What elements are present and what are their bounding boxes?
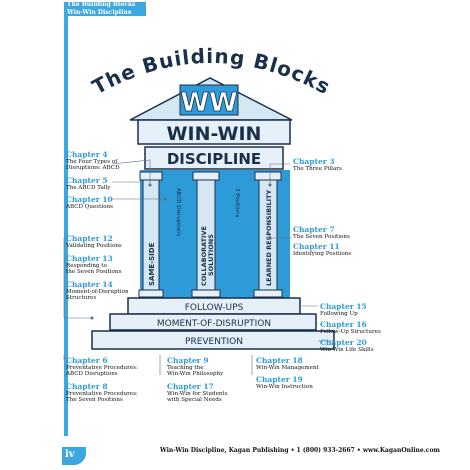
chapter-7-num: Chapter 7 (293, 225, 335, 234)
chapter-5-desc: The ABCD Tally (66, 185, 111, 191)
chapter-15-num: Chapter 15 (320, 302, 367, 311)
chapter-20: Chapter 20 Win-Win Life Skills (320, 338, 374, 353)
chapter-19-desc: Win-Win Instruction (256, 384, 313, 390)
label-3-positions: 3 Positions (234, 188, 240, 218)
chapter-9-desc-2: Win-Win Philosophy (167, 371, 224, 377)
pillar-left (138, 171, 164, 298)
step-prevention-text: PREVENTION (185, 337, 243, 347)
beam (144, 146, 284, 170)
chapter-6: Chapter 6 Preventative Procedures: ABCD … (66, 356, 138, 377)
banner-text: WIN-WIN (167, 123, 262, 145)
chapter-7-desc: The Seven Positions (293, 234, 350, 240)
chapter-6-desc-1: Preventative Procedures: (66, 365, 138, 371)
chapter-18: Chapter 18 Win-Win Management (256, 356, 319, 371)
chapter-16: Chapter 16 Follow-Up Structures (320, 320, 381, 335)
chapter-12: Chapter 12 Validating Positions (66, 234, 122, 249)
chapter-13: Chapter 13 Responding to the Seven Posit… (66, 254, 121, 275)
chapter-11-desc: Identifying Positions (293, 251, 352, 257)
chapter-10: Chapter 10 ABCD Questions (66, 195, 113, 210)
step-moment (109, 313, 317, 331)
chapter-10-desc: ABCD Questions (66, 204, 114, 210)
chapter-15: Chapter 15 Following Up (320, 302, 367, 317)
chapter-3: Chapter 3 The Three Pillars (293, 157, 342, 172)
chapter-4-desc-2: Disruptions: ABCD (66, 165, 120, 171)
chapter-8-desc-2: The Seven Positions (66, 397, 123, 403)
chapter-19-num: Chapter 19 (256, 375, 303, 384)
chapter-3-desc: The Three Pillars (293, 166, 342, 172)
label-abcd: ABCD Disruptions (175, 188, 181, 237)
chapter-3-num: Chapter 3 (293, 157, 335, 166)
step-followups-text: FOLLOW-UPS (185, 303, 244, 313)
header-title: The Building Blocks (67, 1, 136, 8)
banner-bar (137, 119, 291, 145)
chapter-19: Chapter 19 Win-Win Instruction (256, 375, 313, 390)
chapter-8-num: Chapter 8 (66, 382, 108, 391)
chapter-4: Chapter 4 The Four Types of Disruptions:… (66, 150, 120, 171)
footer-text: Win-Win Discipline, Kagan Publishing • 1… (160, 447, 440, 454)
chapter-4-num: Chapter 4 (66, 150, 108, 159)
chapter-12-num: Chapter 12 (66, 234, 113, 243)
chapter-17: Chapter 17 Win-Win for Students with Spe… (167, 382, 228, 403)
chapter-17-desc-1: Win-Win for Students (167, 391, 228, 397)
chapter-9-desc-1: Teaching the (167, 365, 204, 371)
chapter-9: Chapter 9 Teaching the Win-Win Philosoph… (167, 356, 223, 377)
chapter-17-num: Chapter 17 (167, 382, 214, 391)
chapter-16-desc: Follow-Up Structures (320, 329, 381, 335)
chapter-14-num: Chapter 14 (66, 280, 113, 289)
chapter-11: Chapter 11 Identifying Positions (293, 242, 351, 257)
chapter-20-num: Chapter 20 (320, 338, 367, 347)
beam-text: DISCIPLINE (167, 150, 261, 168)
chapter-12-desc: Validating Positions (66, 243, 122, 249)
chapter-14-desc-1: Moment-of-Disruption (66, 289, 129, 295)
chapter-17-desc-2: with Special Needs (167, 397, 222, 403)
side-accent-bar (64, 16, 68, 436)
pillar-right (253, 171, 283, 298)
chapter-13-num: Chapter 13 (66, 254, 113, 263)
chapter-20-desc: Win-Win Life Skills (320, 347, 374, 353)
chapter-6-desc-2: ABCD Disruptions (66, 371, 118, 377)
chapter-15-desc: Following Up (320, 311, 358, 317)
header-subtitle: Win-Win Discipline (67, 9, 132, 16)
page-number: iv (65, 449, 75, 460)
chapter-10-num: Chapter 10 (66, 195, 113, 204)
logo-badge (179, 84, 239, 116)
chapter-14: Chapter 14 Moment-of-Disruption Structur… (66, 280, 129, 301)
chapter-18-desc: Win-Win Management (256, 365, 319, 371)
leader-lines (63, 159, 334, 375)
pillar-center (191, 171, 221, 298)
chapter-18-num: Chapter 18 (256, 356, 303, 365)
chapter-13-desc-1: Responding to (66, 263, 107, 269)
chapter-11-num: Chapter 11 (293, 242, 340, 251)
chapter-16-num: Chapter 16 (320, 320, 367, 329)
chapter-6-num: Chapter 6 (66, 356, 108, 365)
chapter-5: Chapter 5 The ABCD Tally (66, 176, 111, 191)
chapter-5-num: Chapter 5 (66, 176, 108, 185)
pillar-center-text: COLLABORATIVESOLUTIONS (200, 226, 215, 286)
chapter-7: Chapter 7 The Seven Positions (293, 225, 350, 240)
page-number-tab (62, 447, 86, 465)
chapter-8-desc-1: Preventative Procedures: (66, 391, 138, 397)
logo-letters: WW (180, 88, 237, 118)
chapter-4-desc-1: The Four Types of (66, 159, 118, 165)
step-moment-text: MOMENT-OF-DISRUPTION (157, 319, 271, 329)
chapter-13-desc-2: the Seven Positions (66, 269, 122, 275)
chapter-9-num: Chapter 9 (167, 356, 209, 365)
chapter-8: Chapter 8 Preventative Procedures: The S… (66, 382, 138, 403)
pillar-left-text: SAME-SIDE (148, 242, 156, 286)
header-tab (64, 2, 146, 16)
step-prevention (91, 330, 335, 350)
chapter-14-desc-2: Structures (66, 295, 97, 301)
